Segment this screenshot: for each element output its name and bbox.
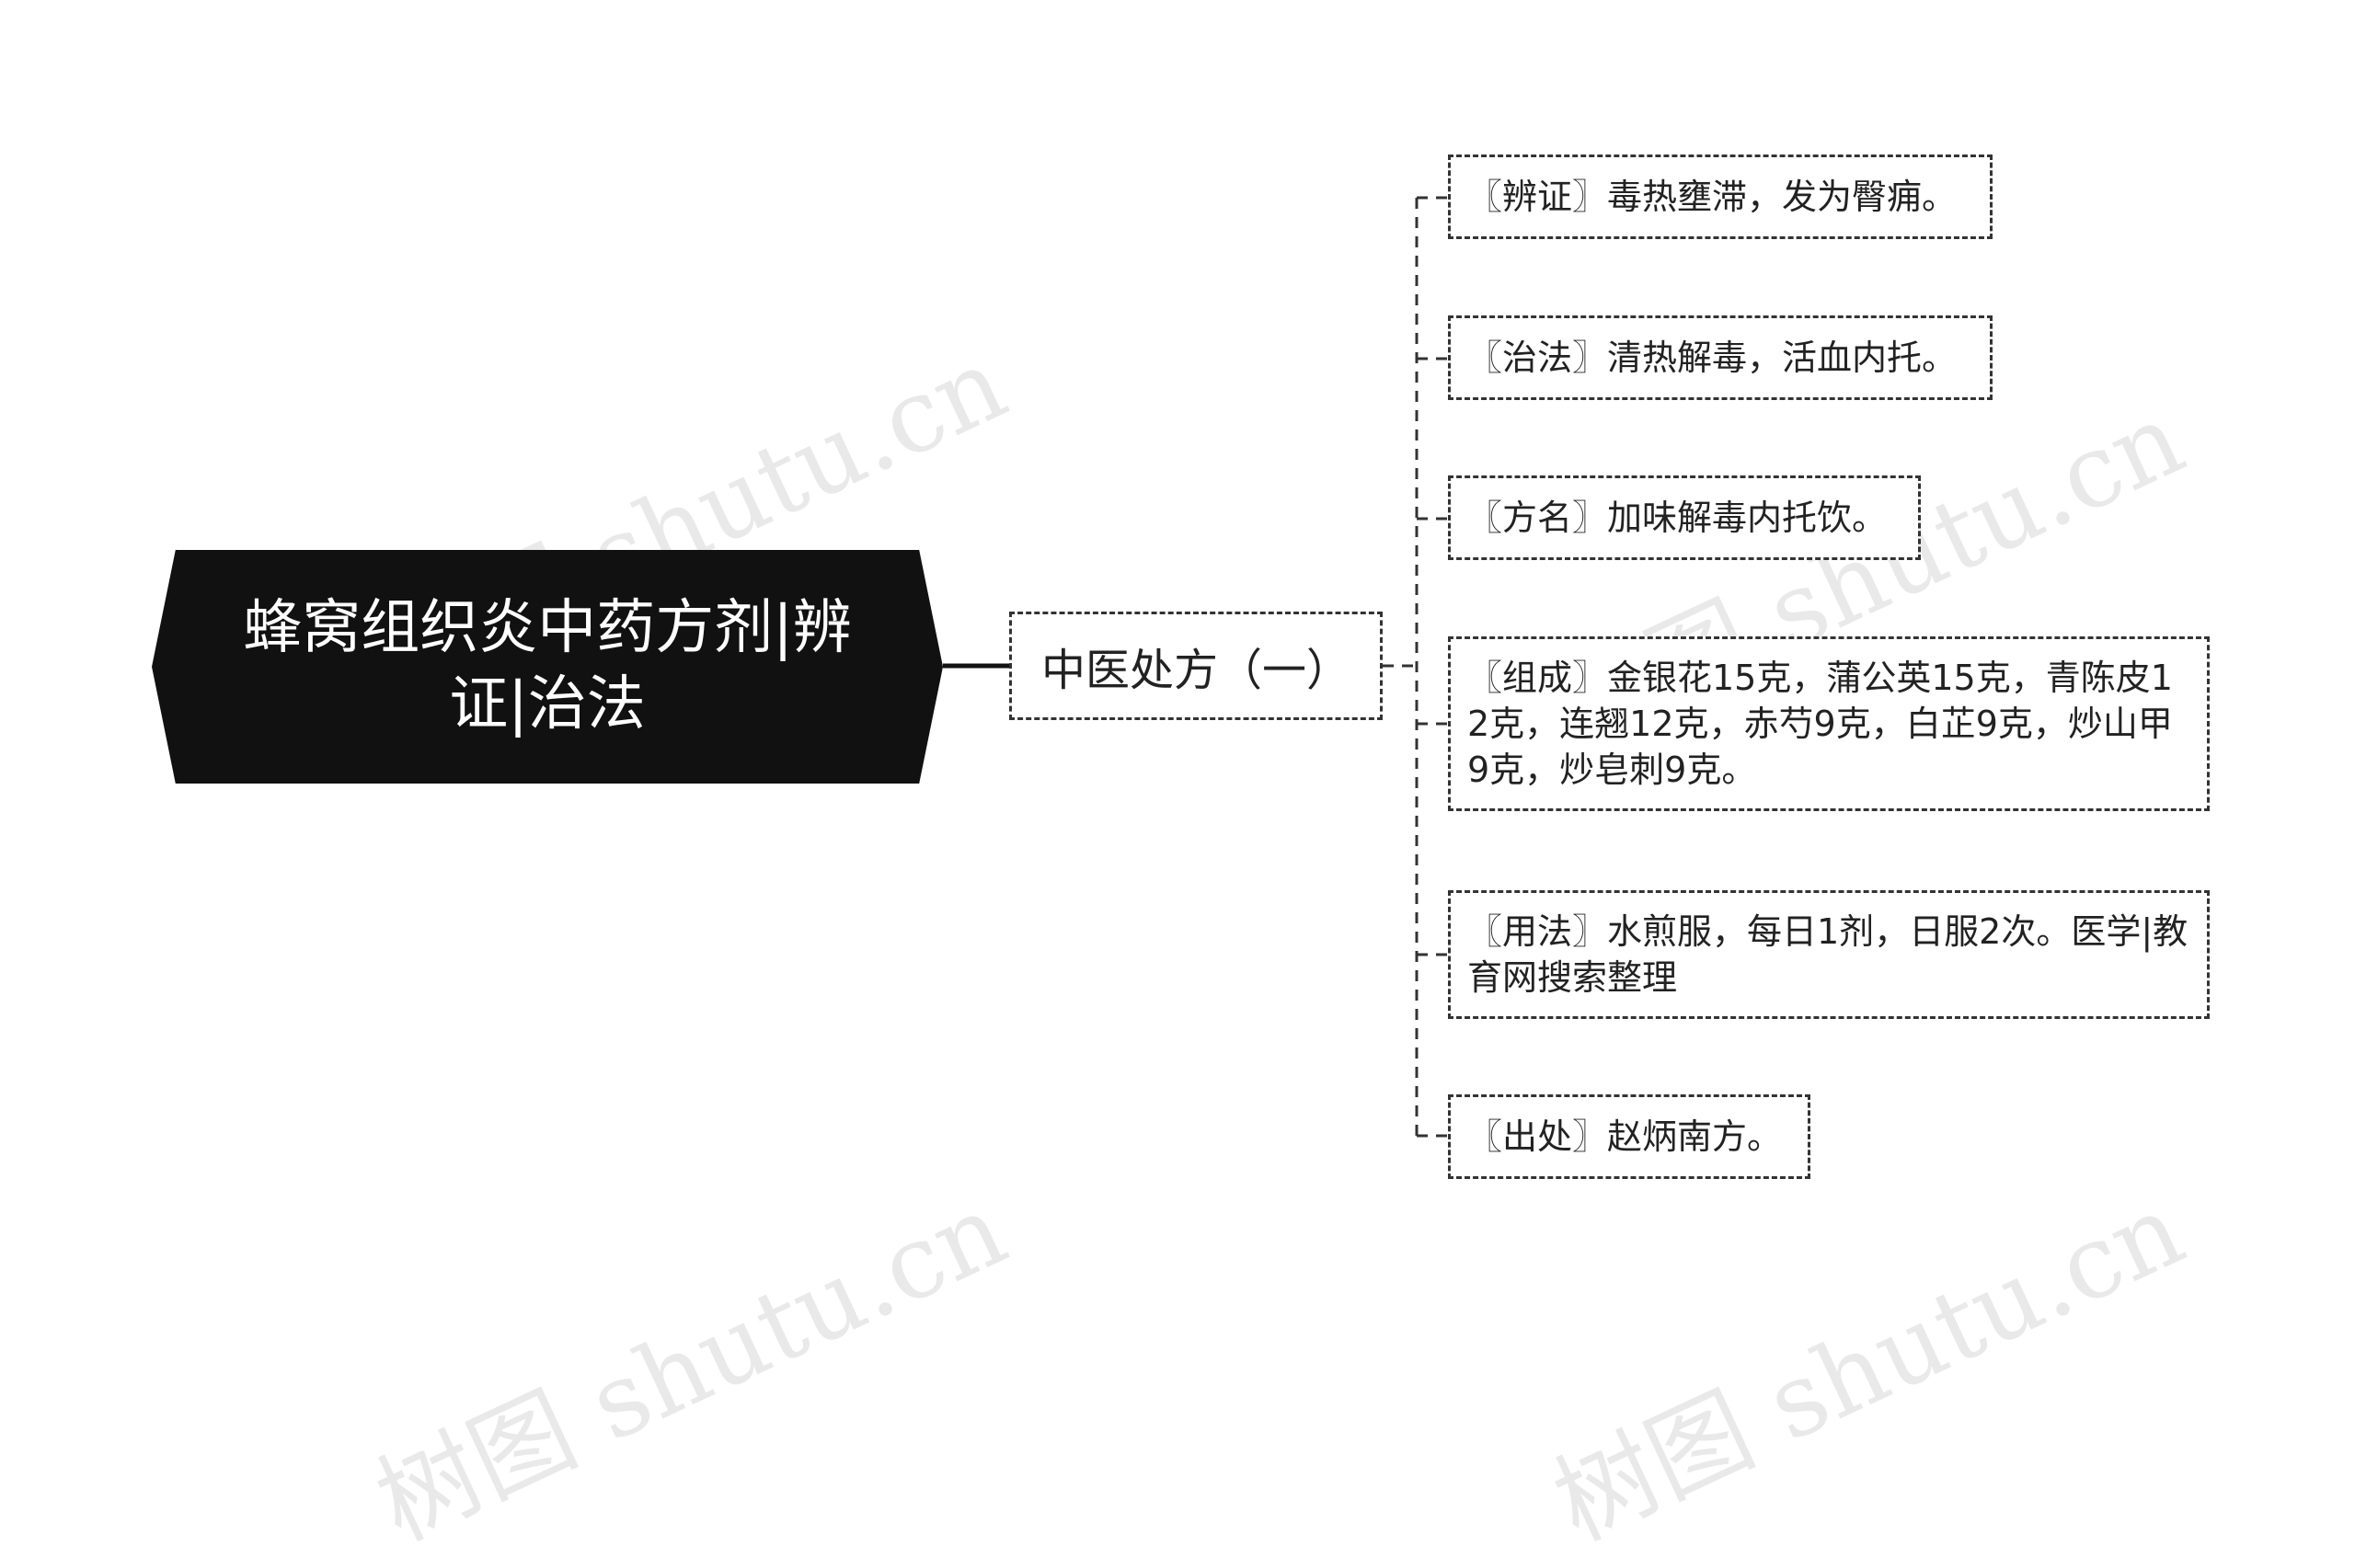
- leaf-label: 〖辨证〗毒热壅滞，发为臀痈。: [1467, 177, 1958, 217]
- branch-topic-node[interactable]: 中医处方（一）: [1009, 612, 1383, 720]
- leaf-node-yongfa[interactable]: 〖用法〗水煎服，每日1剂，日服2次。医学|教育网搜索整理: [1448, 890, 2210, 1019]
- leaf-label: 〖方名〗加味解毒内托饮。: [1467, 498, 1888, 538]
- leaf-node-zucheng[interactable]: 〖组成〗金银花15克，蒲公英15克，青陈皮12克，连翘12克，赤芍9克，白芷9克…: [1448, 636, 2210, 811]
- branch-topic-label: 中医处方（一）: [1040, 645, 1350, 696]
- leaf-node-bianzheng[interactable]: 〖辨证〗毒热壅滞，发为臀痈。: [1448, 155, 1993, 239]
- leaf-label: 〖出处〗赵炳南方。: [1467, 1116, 1783, 1157]
- connector-lines: [943, 196, 1448, 1138]
- leaf-label: 〖组成〗金银花15克，蒲公英15克，青陈皮12克，连翘12克，赤芍9克，白芷9克…: [1467, 658, 2173, 790]
- leaf-node-fangming[interactable]: 〖方名〗加味解毒内托饮。: [1448, 475, 1921, 560]
- root-topic-node[interactable]: 蜂窝组织炎中药方剂|辨证|治法: [152, 550, 943, 784]
- leaf-label: 〖治法〗清热解毒，活血内托。: [1467, 338, 1958, 378]
- mind-map: 树图 shutu.cn 树图 shutu.cn 树图 shutu.cn 树图 s…: [152, 155, 2210, 1563]
- root-topic-label: 蜂窝组织炎中药方剂|辨证|治法: [243, 593, 852, 738]
- leaf-node-chuchu[interactable]: 〖出处〗赵炳南方。: [1448, 1094, 1810, 1179]
- leaf-node-zhifa[interactable]: 〖治法〗清热解毒，活血内托。: [1448, 315, 1993, 400]
- leaf-label: 〖用法〗水煎服，每日1剂，日服2次。医学|教育网搜索整理: [1467, 911, 2188, 998]
